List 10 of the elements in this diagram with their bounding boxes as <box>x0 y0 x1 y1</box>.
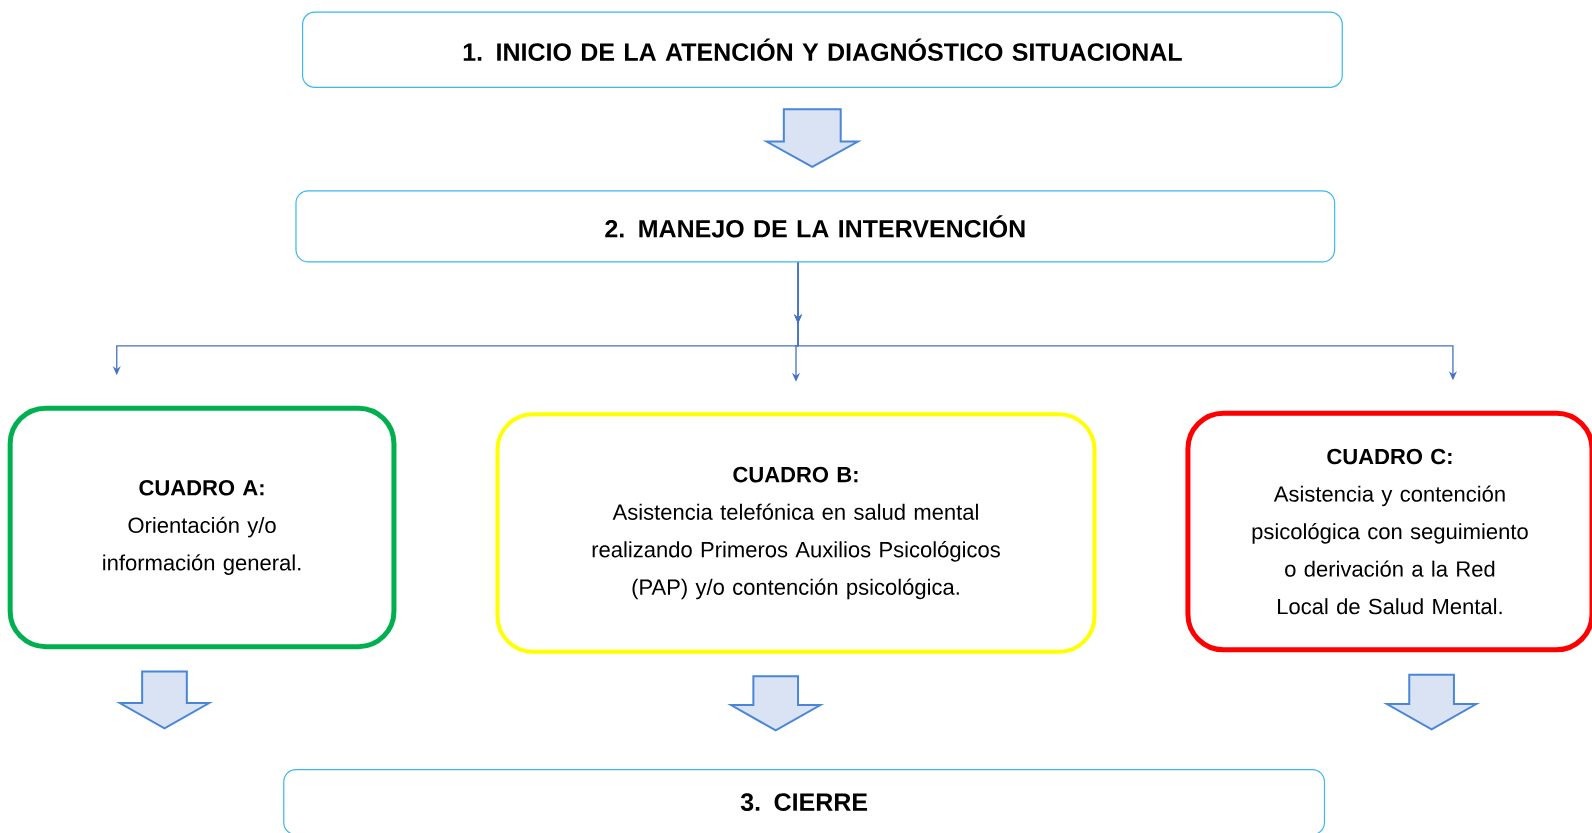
block-arrow <box>762 108 862 169</box>
option-card: CUADRO A: Orientación y/o información general. <box>7 405 397 650</box>
option-card: CUADRO C: Asistencia y contención psicológica con seguimiento o derivación a la Red Local de Salud Mental. <box>1185 410 1592 653</box>
block-arrow <box>1383 673 1481 731</box>
block-arrow <box>116 670 213 730</box>
stage-box: 3. CIERRE <box>283 769 1326 833</box>
option-card: CUADRO B: Asistencia telefónica en salud mental realizando Primeros Auxilios Psicológicos (PAP) y/o contención psicológica. <box>495 412 1097 654</box>
block-arrow <box>727 675 825 732</box>
stage-box: 2. MANEJO DE LA INTERVENCIÓN <box>295 190 1336 263</box>
stage-box: 1. INICIO DE LA ATENCIÓN Y DIAGNÓSTICO SITUACIONAL <box>301 11 1343 88</box>
